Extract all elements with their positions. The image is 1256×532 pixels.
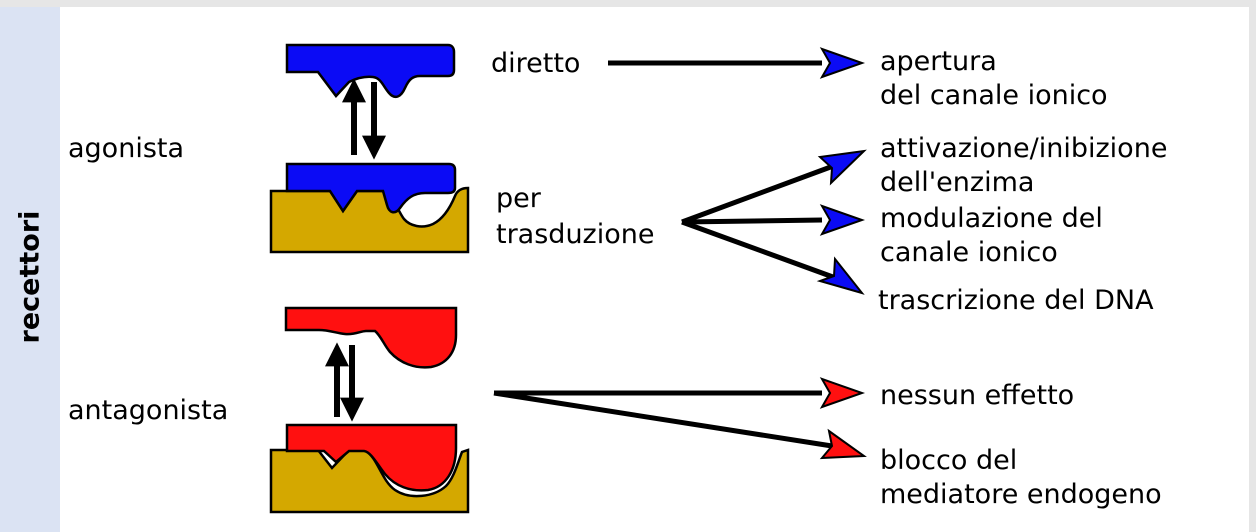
label-transduction-line-2: trasduzione bbox=[496, 219, 654, 250]
agonist-receptor-shape bbox=[269, 186, 470, 254]
outcome-block-line-2: mediatore endogeno bbox=[880, 479, 1162, 510]
outcome-no-effect-line-1: nessun effetto bbox=[880, 380, 1074, 411]
antagonist-free-ligand-shape bbox=[284, 306, 458, 369]
outcome-ion-channel-opening-line-2: del canale ionico bbox=[880, 80, 1108, 111]
outcome-channel-modulation-line-2: canale ionico bbox=[880, 237, 1058, 268]
agonist-free-ligand-shape bbox=[285, 43, 456, 99]
label-transduction-line-1: per bbox=[496, 183, 542, 214]
diagram-panel bbox=[60, 7, 1249, 532]
outcome-ion-channel-opening: apertura del canale ionico bbox=[880, 46, 1108, 111]
label-direct: diretto bbox=[491, 48, 580, 79]
antagonist-receptor bbox=[269, 423, 470, 514]
label-agonist: agonista bbox=[68, 133, 184, 164]
outcome-enzyme-line-2: dell'enzima bbox=[880, 167, 1034, 198]
outcome-enzyme: attivazione/inibizione dell'enzima bbox=[880, 133, 1176, 198]
agonist-receptor bbox=[269, 162, 470, 254]
direct-arrow bbox=[608, 47, 866, 79]
sidebar: recettori bbox=[0, 7, 60, 532]
no-effect-arrowhead bbox=[819, 377, 866, 409]
antagonist-bound-ligand-shape bbox=[285, 423, 458, 492]
outcome-dna: trascrizione del DNA bbox=[878, 285, 1154, 316]
dna-arrowhead bbox=[816, 256, 865, 295]
outcome-no-effect: nessun effetto bbox=[880, 380, 1074, 411]
transduction-arrows bbox=[681, 149, 867, 295]
channel-modulation-arrowhead bbox=[819, 204, 866, 236]
antagonist-free-ligand bbox=[284, 306, 458, 369]
block-arrowhead bbox=[819, 428, 867, 460]
outcome-ion-channel-opening-line-1: apertura bbox=[880, 46, 997, 77]
outcome-channel-modulation: modulazione del canale ionico bbox=[880, 203, 1111, 268]
outcome-block: blocco del mediatore endogeno bbox=[880, 445, 1162, 510]
outcome-channel-modulation-line-1: modulazione del bbox=[880, 203, 1103, 234]
outcome-enzyme-line-1: attivazione/inibizione bbox=[880, 133, 1167, 164]
agonist-equilibrium-arrows bbox=[342, 78, 386, 160]
antagonist-arrows bbox=[493, 377, 867, 460]
label-antagonist: antagonista bbox=[68, 395, 228, 426]
antagonist-equilibrium-arrows bbox=[325, 342, 364, 422]
outcome-dna-line-1: trascrizione del DNA bbox=[878, 285, 1154, 316]
enzyme-arrowhead bbox=[817, 149, 867, 186]
outcome-block-line-1: blocco del bbox=[880, 445, 1017, 476]
agonist-bound-ligand-shape bbox=[285, 162, 457, 214]
agonist-free-ligand bbox=[285, 43, 456, 99]
direct-arrowhead bbox=[819, 47, 866, 79]
label-transduction: per trasduzione bbox=[496, 183, 654, 250]
